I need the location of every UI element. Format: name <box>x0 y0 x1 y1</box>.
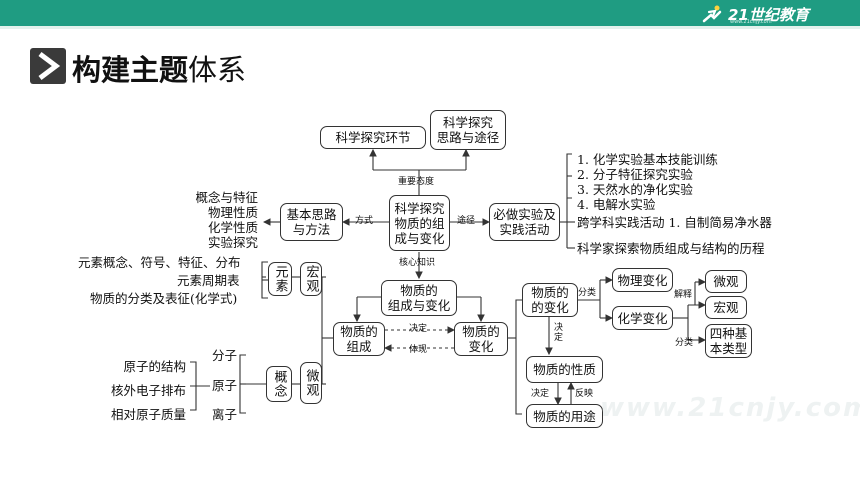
experiment-list: 1. 化学实验基本技能训练 2. 分子特征探究实验 3. 天然水的净化实验 4.… <box>577 152 718 212</box>
label-decide3: 决定 <box>531 389 550 399</box>
comp-box-label: 物质的 组成 <box>340 324 378 354</box>
center-label: 科学探究 物质的组 成与变化 <box>394 200 445 246</box>
logo-url: www.21cnjy.com <box>730 19 772 25</box>
header-bar <box>0 0 860 26</box>
r-property-label: 物质的性质 <box>533 362 596 377</box>
label-classify: 分类 <box>578 288 597 298</box>
title-light: 体系 <box>188 53 247 87</box>
experiment-item: 3. 天然水的净化实验 <box>577 182 693 197</box>
top-left-box: 科学探究环节 <box>320 126 426 149</box>
concept-label: 概念 <box>271 370 287 398</box>
element-list-item: 元素概念、符号、特征、分布 <box>78 255 241 270</box>
r-micro-label: 微观 <box>713 274 739 289</box>
r-four-box: 四种基 本类型 <box>705 324 752 358</box>
r-phys-label: 物理变化 <box>617 272 668 288</box>
left-list: 概念与特征 物理性质 化学性质 实验探究 <box>190 190 258 250</box>
macro-box: 宏观 <box>300 262 322 296</box>
change-box: 物质的 变化 <box>454 322 508 356</box>
title-arrow-icon <box>30 48 66 84</box>
element-label: 元素 <box>272 265 288 293</box>
top-left-label: 科学探究环节 <box>335 130 411 145</box>
r-use-box: 物质的用途 <box>526 404 603 428</box>
change-box-label: 物质的 变化 <box>462 324 500 354</box>
r-change-label: 物质的 的变化 <box>531 285 569 315</box>
concept-box: 概念 <box>266 366 292 402</box>
left-list-item: 化学性质 <box>207 220 258 235</box>
label-core: 核心知识 <box>399 258 436 268</box>
top-right-label: 科学探究 思路与途径 <box>436 115 500 145</box>
label-reflect2: 反映 <box>575 389 594 399</box>
left-list-item: 概念与特征 <box>195 190 258 205</box>
atom-item: 相对原子质量 <box>110 407 186 422</box>
experiment-item: 4. 电解水实验 <box>577 197 656 212</box>
left-box: 基本思路 与方法 <box>280 203 343 241</box>
center-box: 科学探究 物质的组 成与变化 <box>389 195 450 251</box>
label-decide: 决定 <box>409 324 428 334</box>
r-use-label: 物质的用途 <box>533 408 596 424</box>
top-right-box: 科学探究 思路与途径 <box>430 110 506 150</box>
label-explain: 解释 <box>674 290 693 300</box>
watermark: www.21cnjy.com <box>600 393 860 423</box>
r-phys-box: 物理变化 <box>612 268 673 292</box>
micro-box: 微观 <box>300 362 322 404</box>
r-change-box: 物质的 的变化 <box>522 283 578 317</box>
element-box: 元素 <box>268 262 292 296</box>
left-box-label: 基本思路 与方法 <box>286 207 337 237</box>
label-attitude: 重要态度 <box>398 177 435 187</box>
r-four-label: 四种基 本类型 <box>709 326 748 356</box>
title-bold: 构建主题 <box>72 53 189 87</box>
slide-title: 构建主题体系 <box>72 47 246 89</box>
particle-item: 分子 <box>212 348 238 363</box>
element-list-item: 物质的分类及表征(化学式) <box>90 291 238 306</box>
particle-item: 原子 <box>212 378 238 393</box>
r-macro-label: 宏观 <box>713 300 739 315</box>
core-box: 物质的 组成与变化 <box>381 280 457 316</box>
atom-list: 原子的结构 核外电子排布 相对原子质量 <box>100 355 186 427</box>
experiment-item: 2. 分子特征探究实验 <box>577 167 693 182</box>
r-chem-box: 化学变化 <box>612 306 673 330</box>
comp-box: 物质的 组成 <box>333 322 385 356</box>
particle-item: 离子 <box>212 407 238 422</box>
label-decide2: 决 定 <box>554 323 564 343</box>
core-box-label: 物质的 组成与变化 <box>387 283 451 313</box>
atom-item: 原子的结构 <box>123 359 186 374</box>
logo-text: 21世纪教育 <box>728 5 809 24</box>
label-classify2: 分类 <box>675 338 694 348</box>
label-path: 途径 <box>457 216 476 226</box>
micro-label: 微观 <box>303 369 319 397</box>
label-reflect: 体现 <box>409 345 428 355</box>
element-list-item: 元素周期表 <box>177 273 240 288</box>
brand-logo: 21世纪教育 <box>700 4 850 24</box>
experiment-item: 1. 化学实验基本技能训练 <box>577 152 718 167</box>
atom-item: 核外电子排布 <box>110 383 186 398</box>
right-box: 必做实验及 实践活动 <box>489 203 560 241</box>
r-property-box: 物质的性质 <box>526 356 603 383</box>
label-method: 方式 <box>355 216 374 226</box>
header-stripe <box>0 26 860 29</box>
r-micro-box: 微观 <box>705 270 747 293</box>
practice-2: 科学家探索物质组成与结构的历程 <box>577 241 765 256</box>
left-list-item: 实验探究 <box>207 235 258 250</box>
left-list-item: 物理性质 <box>207 205 258 220</box>
r-chem-label: 化学变化 <box>617 310 668 326</box>
r-macro-box: 宏观 <box>705 296 747 319</box>
right-box-label: 必做实验及 实践活动 <box>493 207 556 237</box>
macro-label: 宏观 <box>303 265 319 293</box>
practice-1: 跨学科实践活动 1. 自制简易净水器 <box>577 215 772 230</box>
runner-icon <box>702 5 722 23</box>
